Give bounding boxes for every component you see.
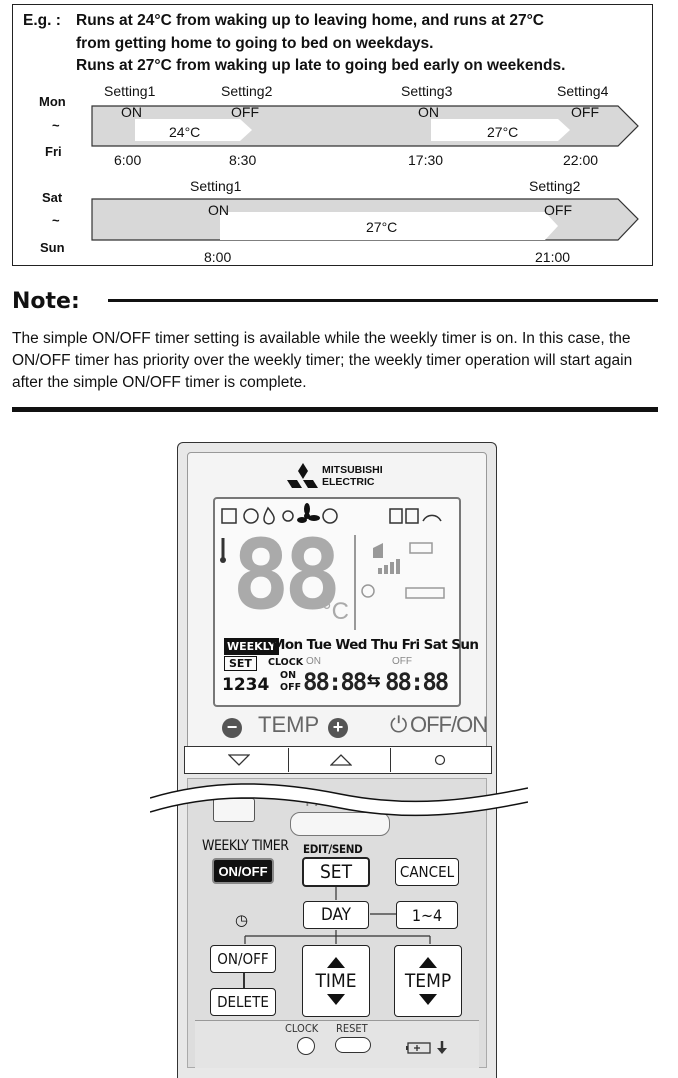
lcd-clock: CLOCK bbox=[268, 657, 304, 668]
lcd-weekly-badge: WEEKLY bbox=[224, 638, 279, 655]
example-box bbox=[12, 4, 653, 266]
connector-lines bbox=[244, 887, 431, 944]
weekday-time-1: 6:00 bbox=[114, 152, 142, 168]
lcd-mode-icons bbox=[220, 503, 445, 630]
example-line-1: Runs at 24°C from waking up to leaving h… bbox=[76, 12, 545, 29]
lcd-program-numbers: 1234 bbox=[222, 675, 270, 695]
arrow-up-icon bbox=[327, 957, 345, 968]
weekend-state-2: OFF bbox=[544, 202, 572, 218]
battery-icon bbox=[406, 1041, 447, 1054]
mitsubishi-logo-icon bbox=[287, 463, 318, 488]
weekday-time-2: 8:30 bbox=[229, 152, 257, 168]
temp-minus-icon: − bbox=[222, 718, 242, 738]
lcd-days: Mon Tue Wed Thu Fri Sat Sun bbox=[272, 637, 479, 653]
clock-button[interactable] bbox=[297, 1037, 315, 1055]
arrow-down-icon bbox=[419, 994, 437, 1005]
weekend-state-1: ON bbox=[208, 202, 229, 218]
lcd-timer-on: ON bbox=[280, 670, 297, 681]
note-bottom-rule bbox=[12, 407, 658, 412]
weekly-onoff-button[interactable]: ON/OFF bbox=[212, 858, 274, 884]
time-button[interactable]: TIME bbox=[302, 945, 370, 1017]
weekday-end: Fri bbox=[45, 144, 62, 159]
weekend-start: Sat bbox=[42, 190, 63, 205]
weekday-state-4: OFF bbox=[571, 104, 599, 120]
reset-label: RESET bbox=[336, 1022, 368, 1035]
weekday-state-2: OFF bbox=[231, 104, 259, 120]
timeline-arrows bbox=[91, 105, 639, 241]
brand-line-2: ELECTRIC bbox=[322, 476, 375, 488]
clock-label: CLOCK bbox=[285, 1022, 319, 1035]
timer-onoff-button[interactable]: ON/OFF bbox=[210, 945, 276, 973]
mode-button[interactable] bbox=[213, 798, 255, 822]
fan-button[interactable] bbox=[290, 812, 390, 836]
cancel-button[interactable]: CANCEL bbox=[395, 858, 459, 886]
weekend-setting-2: Setting2 bbox=[529, 178, 581, 194]
lcd-time-2: 88:88 bbox=[385, 668, 449, 696]
weekend-time-1: 8:00 bbox=[204, 249, 232, 265]
weekly-timer-label: WEEKLY TIMER bbox=[202, 838, 289, 854]
temp-label: TEMP bbox=[258, 712, 320, 737]
lcd-screen bbox=[213, 497, 461, 707]
cut-break-wave bbox=[150, 783, 528, 817]
temp-button-label: TEMP bbox=[404, 970, 452, 992]
weekend-temp-1: 27°C bbox=[366, 219, 398, 235]
weekend-tilde: ~ bbox=[52, 213, 60, 228]
timer-connector bbox=[243, 973, 245, 989]
weekday-tilde: ~ bbox=[52, 118, 60, 133]
range-button[interactable]: 1~4 bbox=[396, 901, 458, 929]
weekday-setting-3: Setting3 bbox=[401, 83, 453, 99]
weekday-state-3: ON bbox=[418, 104, 439, 120]
arrow-up-icon bbox=[419, 957, 437, 968]
day-button[interactable]: DAY bbox=[303, 901, 369, 929]
arrow-down-icon bbox=[327, 994, 345, 1005]
brand-line-1: MITSUBISHI bbox=[322, 464, 383, 476]
weekday-temp-1: 24°C bbox=[169, 124, 201, 140]
weekday-start: Mon bbox=[39, 94, 66, 109]
weekday-setting-2: Setting2 bbox=[221, 83, 273, 99]
note-title: Note: bbox=[12, 289, 80, 314]
delete-button[interactable]: DELETE bbox=[210, 988, 276, 1016]
triangle-down-icon bbox=[228, 754, 250, 766]
lcd-set-badge: SET bbox=[224, 656, 257, 671]
weekday-time-4: 22:00 bbox=[563, 152, 599, 168]
temp-up-button[interactable] bbox=[292, 748, 391, 772]
example-prefix: E.g. : bbox=[23, 12, 61, 29]
note-text: The simple ON/OFF timer setting is avail… bbox=[12, 330, 633, 391]
weekday-temp-2: 27°C bbox=[487, 124, 519, 140]
triangle-up-icon bbox=[330, 754, 352, 766]
temp-button[interactable]: TEMP bbox=[394, 945, 462, 1017]
temp-down-button[interactable] bbox=[190, 748, 289, 772]
lcd-timer-off: OFF bbox=[280, 682, 302, 693]
time-button-label: TIME bbox=[315, 970, 357, 992]
edit-send-label: EDIT/SEND bbox=[303, 842, 363, 856]
lcd-off-small: OFF bbox=[392, 656, 412, 667]
weekend-end: Sun bbox=[40, 240, 65, 255]
lcd-arrow-icon: ⇆ bbox=[367, 673, 381, 690]
top-button-row bbox=[184, 746, 492, 774]
weekday-setting-4: Setting4 bbox=[557, 83, 609, 99]
weekday-time-3: 17:30 bbox=[408, 152, 444, 168]
lcd-on-small: ON bbox=[306, 656, 321, 667]
set-button[interactable]: SET bbox=[302, 857, 370, 887]
note-rule bbox=[108, 299, 658, 302]
lcd-temp-unit: °C bbox=[322, 598, 349, 625]
weekend-setting-1: Setting1 bbox=[190, 178, 242, 194]
weekday-state-1: ON bbox=[121, 104, 142, 120]
timer-clock-icon: ◷ bbox=[235, 912, 249, 929]
power-button[interactable] bbox=[394, 748, 486, 772]
example-line-3: Runs at 27°C from waking up late to goin… bbox=[76, 57, 566, 74]
lcd-time-1: 88:88 bbox=[303, 668, 367, 696]
weekend-time-2: 21:00 bbox=[535, 249, 571, 265]
power-icon: ⏻ bbox=[390, 712, 408, 737]
temp-plus-icon: + bbox=[328, 718, 348, 738]
lcd-temp-digits: 88 bbox=[232, 519, 342, 631]
reset-button[interactable] bbox=[335, 1037, 371, 1053]
weekday-setting-1: Setting1 bbox=[104, 83, 156, 99]
example-line-2: from getting home to going to bed on wee… bbox=[76, 35, 434, 52]
offon-label: OFF/ON bbox=[410, 712, 488, 737]
circle-icon bbox=[434, 754, 446, 766]
